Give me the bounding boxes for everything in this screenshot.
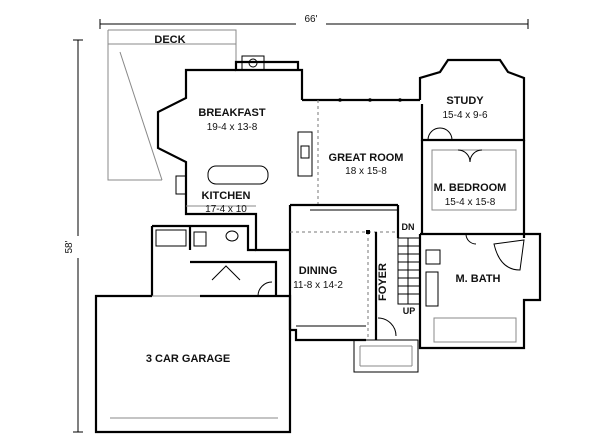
kitchen-walls — [175, 165, 290, 252]
study-label: STUDY — [446, 95, 484, 107]
great-room-size: 18 x 15-8 — [345, 166, 387, 177]
study-size: 15-4 x 9-6 — [442, 110, 487, 121]
master-bedroom-label: M. BEDROOM — [434, 182, 507, 194]
breakfast-walls — [156, 55, 304, 170]
depth-label: 58' — [64, 240, 75, 253]
master-bath-label: M. BATH — [455, 273, 500, 285]
great-room-walls — [297, 98, 420, 205]
garage-label: 3 CAR GARAGE — [146, 353, 230, 365]
foyer-label: FOYER — [377, 263, 389, 301]
study-walls — [418, 58, 526, 142]
width-label: 66' — [304, 14, 317, 25]
master-bath-walls — [418, 232, 542, 350]
kitchen-size: 17-4 x 10 — [205, 204, 247, 215]
width-dimension: 66' — [99, 12, 529, 29]
master-bedroom-size: 15-4 x 15-8 — [445, 197, 496, 208]
great-room-label: GREAT ROOM — [329, 152, 404, 164]
master-bedroom-walls — [420, 140, 526, 238]
depth-dimension: 58' — [62, 39, 83, 433]
stairs-up-label: UP — [403, 306, 416, 316]
kitchen-label: KITCHEN — [202, 190, 251, 202]
dining-label: DINING — [299, 265, 338, 277]
front-porch — [353, 339, 419, 373]
breakfast-size: 19-4 x 13-8 — [207, 122, 258, 133]
breakfast-label: BREAKFAST — [198, 107, 266, 119]
deck-label: DECK — [154, 34, 185, 46]
utility-walls — [150, 224, 278, 297]
stairs-down-label: DN — [402, 222, 415, 232]
staircase — [397, 237, 421, 305]
dining-size: 11-8 x 14-2 — [293, 280, 343, 291]
garage-walls — [94, 294, 292, 434]
deck-outline — [107, 29, 237, 181]
